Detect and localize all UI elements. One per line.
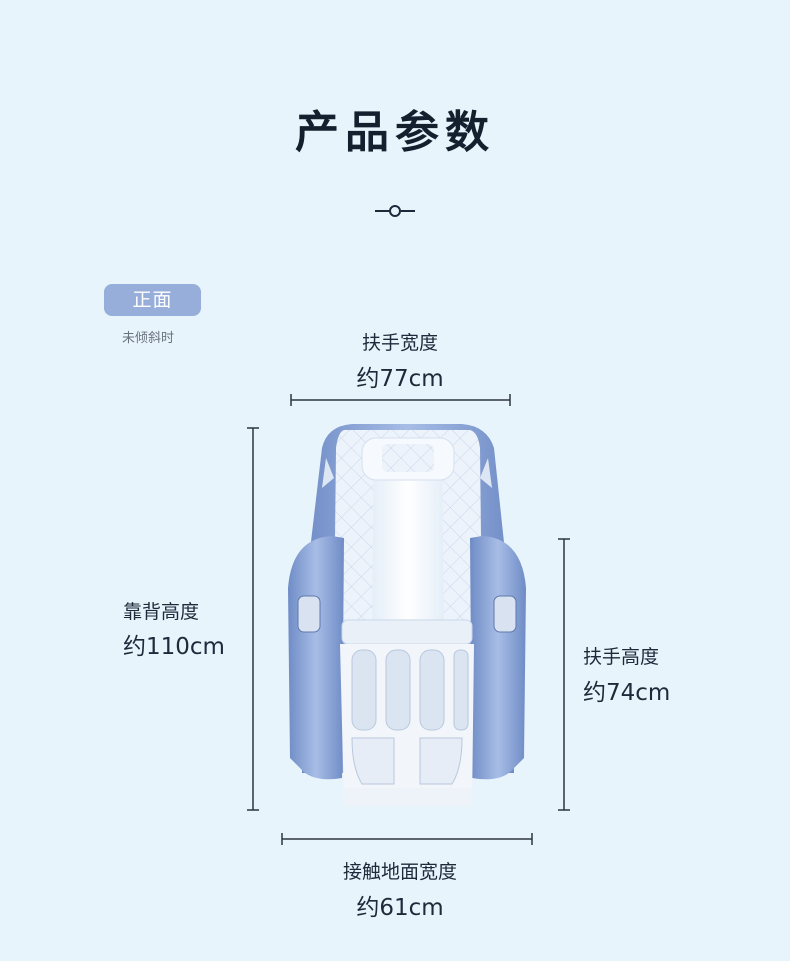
- ground-width-value: 约61cm: [356, 895, 444, 921]
- massage-chair-image: [288, 424, 526, 806]
- armrest-width-line: [290, 394, 511, 406]
- page-title: 产品参数: [295, 107, 495, 158]
- view-note: 未倾斜时: [122, 331, 175, 346]
- view-tag: 正面: [104, 284, 201, 316]
- armrest-height-line: [558, 538, 570, 811]
- armrest-width-label: 扶手宽度: [361, 332, 438, 354]
- armrest-width-value: 约77cm: [356, 366, 444, 392]
- armrest-height-value: 约74cm: [583, 680, 671, 706]
- backrest-height-label: 靠背高度: [123, 601, 200, 623]
- backrest-height-value: 约110cm: [123, 634, 225, 660]
- backrest-height-line: [247, 427, 259, 811]
- divider-ornament-icon: [375, 205, 415, 217]
- ground-width-label: 接触地面宽度: [342, 861, 457, 883]
- ground-width-line: [281, 833, 533, 845]
- armrest-height-label: 扶手高度: [583, 646, 660, 668]
